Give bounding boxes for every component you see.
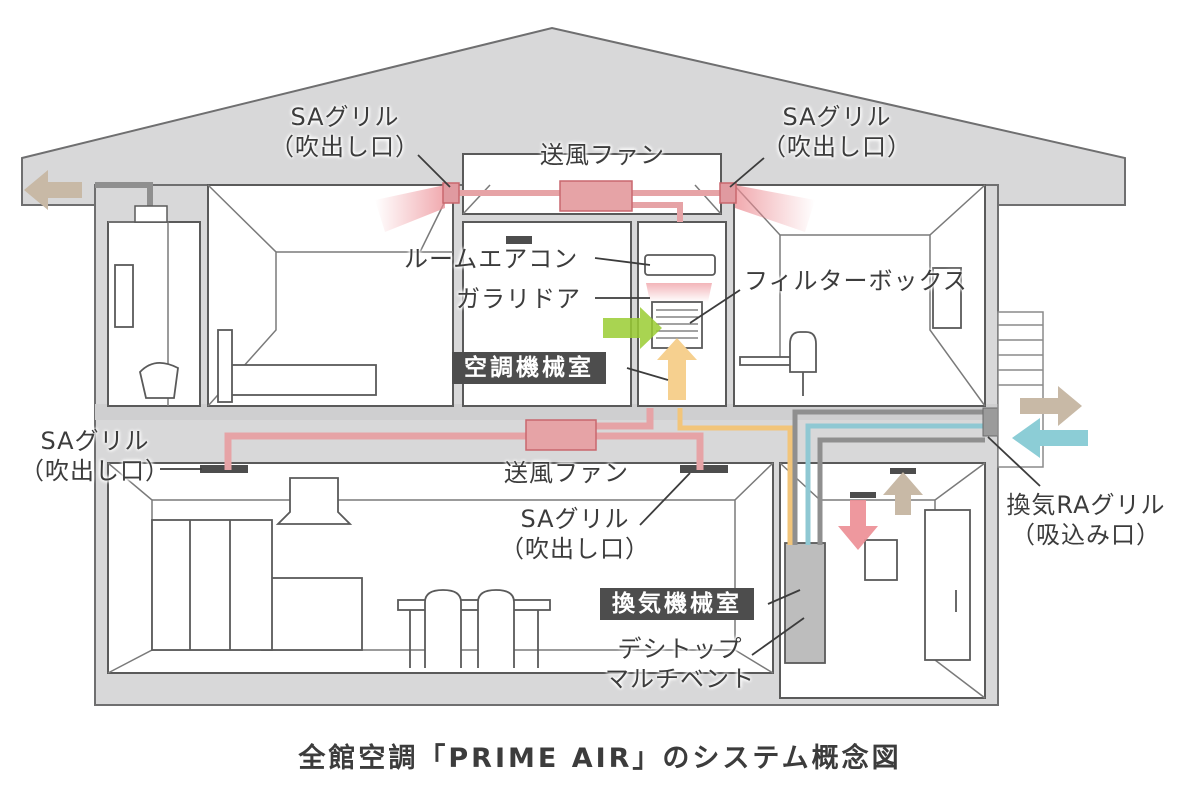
ventilation-ra-grill-sub: （吸込み口） xyxy=(1011,521,1161,549)
sa-grill-upper-left-name: SAグリル xyxy=(290,103,400,131)
chair xyxy=(789,331,817,373)
sa-grill-lower-left-sub: （吹出し口） xyxy=(20,457,170,485)
ventilation-ducts xyxy=(677,408,985,545)
diagram-caption: 全館空調「PRIME AIR」のシステム概念図 xyxy=(298,743,902,774)
ceiling-vent-upper xyxy=(506,236,532,244)
sa-grill-lower-left-label: SAグリル （吹出し口） xyxy=(20,426,170,486)
sa-grill-lower-left-name: SAグリル xyxy=(40,427,150,455)
kitchen-counter xyxy=(261,577,363,651)
cabinet xyxy=(151,519,273,651)
airflow-arrows xyxy=(24,170,1088,550)
window-toilet xyxy=(114,264,134,328)
ventilation-ra-grill-name: 換気RAグリル xyxy=(1006,491,1166,519)
blower-fan-lower-unit xyxy=(525,419,597,451)
desitop-unit xyxy=(784,542,826,664)
exhaust-arrow-right xyxy=(1020,386,1082,426)
exterior-left-vent xyxy=(95,182,168,223)
toilet xyxy=(139,362,179,399)
sa-grill-lower-center-label: SAグリル （吹出し口） xyxy=(500,504,650,564)
louver-door-label: ガラリドア xyxy=(456,285,581,313)
exhaust-arrow-left xyxy=(24,170,82,210)
bed-headboard xyxy=(217,329,233,403)
upper-furniture xyxy=(114,264,962,403)
ac-equipment xyxy=(506,236,716,349)
dining-chair-2 xyxy=(477,589,515,668)
sa-grill-lower-center-name: SAグリル xyxy=(520,505,630,533)
sa-grill-upper-right-outlet xyxy=(719,182,737,204)
ventilation-machine-room-tag: 換気機械室 xyxy=(600,588,754,620)
window-study xyxy=(932,267,962,329)
upper-supply-ducts xyxy=(450,190,730,222)
ventilation-ra-grill-label: 換気RAグリル （吸込み口） xyxy=(992,490,1180,550)
bed xyxy=(227,364,377,396)
blower-fan-upper-unit xyxy=(559,180,633,212)
fresh-air-arrow xyxy=(603,307,662,349)
desitop-label-line1: デシトップ xyxy=(617,635,743,663)
sa-grill-upper-right-label: SAグリル （吹出し口） xyxy=(762,102,912,162)
sa-grill-upper-left-label: SAグリル （吹出し口） xyxy=(270,102,420,162)
sa-grill-upper-left-sub: （吹出し口） xyxy=(270,133,420,161)
sa-grill-upper-left-outlet xyxy=(442,182,460,204)
sa-grill-upper-right-name: SAグリル xyxy=(782,103,892,131)
desk xyxy=(739,356,796,366)
room-aircon-unit xyxy=(644,254,716,276)
up-return-arrow xyxy=(883,472,923,515)
intake-arrow-right xyxy=(1012,418,1088,458)
range-hood xyxy=(275,477,353,525)
lower-furniture xyxy=(151,477,971,668)
up-air-arrow xyxy=(657,338,697,400)
down-supply-arrow xyxy=(838,500,878,550)
dining-chair-1 xyxy=(424,589,462,668)
blower-fan-upper-label: 送風ファン xyxy=(540,141,665,169)
room-aircon-label: ルームエアコン xyxy=(404,245,579,273)
desitop-multi-vent-label: デシトップ マルチベント xyxy=(600,634,760,694)
dining-table xyxy=(397,599,551,611)
sa-grill-lower-center-sub: （吹出し口） xyxy=(500,535,650,563)
lower-supply-ducts xyxy=(224,408,704,470)
wall-panel xyxy=(864,539,898,581)
leader-lines xyxy=(160,154,1041,656)
wall-duct-joint xyxy=(982,407,1000,437)
ac-machine-room-tag: 空調機械室 xyxy=(452,352,606,384)
ceiling-vents xyxy=(200,465,916,498)
filter-box-label: フィルターボックス xyxy=(744,267,968,295)
desitop-label-line2: マルチベント xyxy=(605,665,755,693)
blower-fan-lower-label: 送風ファン xyxy=(504,459,629,487)
sa-grill-upper-right-sub: （吹出し口） xyxy=(762,133,912,161)
door xyxy=(924,509,971,661)
